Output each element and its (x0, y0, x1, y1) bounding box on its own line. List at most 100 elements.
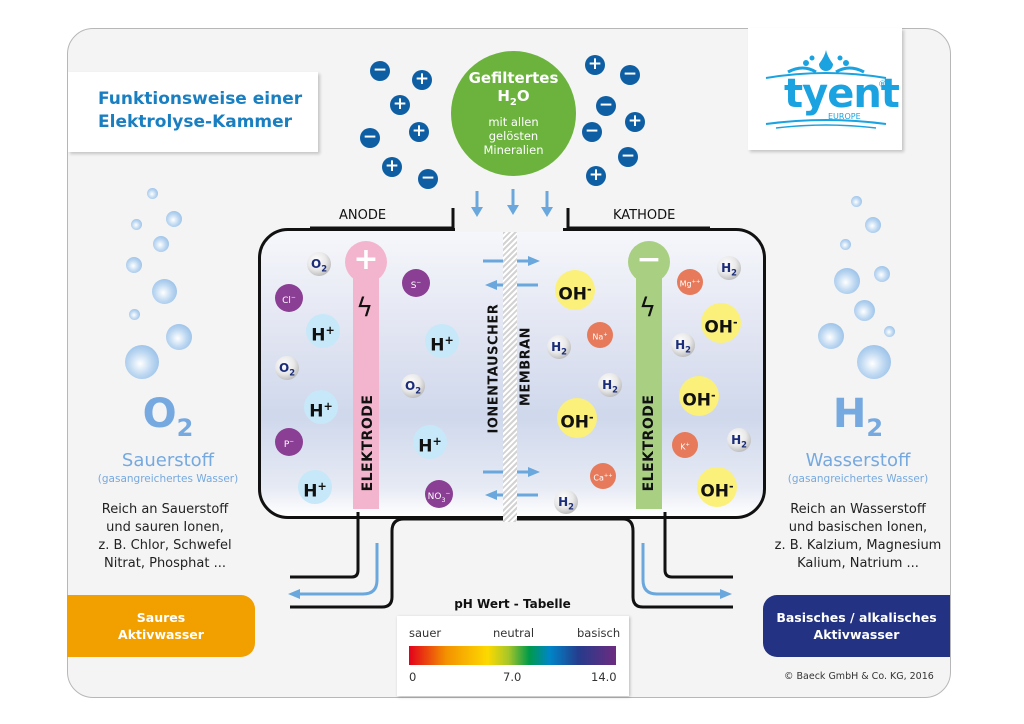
arrow-right-icon (528, 256, 540, 266)
hydrogen-ion: H+ (425, 324, 459, 358)
arrow-down-icon (471, 207, 483, 217)
positive-charge-icon: + (585, 55, 605, 75)
sulfide-ion: S− (402, 269, 430, 297)
ph-label-basic: basisch (577, 626, 621, 640)
page-title: Funktionsweise einer Elektrolyse-Kammer (98, 88, 302, 134)
oxygen-subtitle: (gasangreichertes Wasser) (97, 473, 239, 485)
phosphate-ion: P− (275, 428, 303, 456)
bubble-icon (851, 196, 862, 207)
alkaline-water-output: Basisches / alkalisches Aktivwasser (763, 595, 950, 657)
negative-charge-icon: − (596, 96, 616, 116)
hydrogen-molecule: H2 (547, 335, 571, 359)
kathode-plate (566, 208, 710, 230)
hydroxide-ion: OH- (701, 303, 741, 343)
hydroxide-ion: OH- (557, 398, 597, 438)
positive-charge-icon: + (409, 122, 429, 142)
ph-tick-7: 7.0 (503, 670, 522, 684)
arrow-down-icon (507, 205, 519, 215)
ph-color-scale (409, 646, 616, 665)
lightning-icon: ϟ (356, 293, 374, 323)
hydrogen-molecule: H2 (727, 428, 751, 452)
negative-charge-icon: − (618, 147, 638, 167)
bubble-icon (166, 211, 182, 227)
negative-charge-icon: − (418, 169, 438, 189)
plus-icon: + (353, 242, 379, 277)
anode-bar (353, 259, 379, 509)
kathode-electrode: − ϟ (628, 241, 670, 516)
ph-label-neutral: neutral (493, 626, 535, 640)
acid-water-description: Reich an Sauerstoff und sauren Ionen, z.… (98, 502, 232, 571)
copyright: © Baeck GmbH & Co. KG, 2016 (784, 671, 934, 682)
bubble-icon (865, 217, 881, 233)
bubble-icon (153, 236, 169, 252)
hydrogen-molecule: H2 (717, 256, 741, 280)
acid-water-output: Saures Aktivwasser (67, 595, 255, 657)
arrow-down-icon (541, 207, 553, 217)
positive-charge-icon: + (412, 70, 432, 90)
sodium-ion: Na+ (587, 322, 613, 348)
arrow-right-icon (528, 467, 540, 477)
arrow-left-icon (485, 490, 497, 500)
hydrogen-ion: H+ (413, 425, 447, 459)
potassium-ion: K+ (672, 432, 698, 458)
membrane-label-ionentauscher: IONENTAUSCHER (486, 303, 502, 434)
bubble-icon (840, 239, 851, 250)
water-label: Gefiltertes (468, 69, 559, 87)
ion-exchange-membrane (503, 232, 517, 522)
oxygen-molecule: O2 (401, 374, 425, 398)
bubble-icon (854, 300, 875, 321)
hydroxide-ion: OH- (555, 270, 595, 310)
anode-plate (310, 208, 455, 230)
tyent-logo: tyent ® EUROPE (748, 28, 902, 150)
hydrogen-ion: H+ (298, 470, 332, 504)
kathode-bar (636, 259, 662, 509)
positive-charge-icon: + (382, 157, 402, 177)
bubble-icon (818, 323, 844, 349)
ph-label-acid: sauer (409, 626, 442, 640)
oxygen-molecule: O2 (307, 252, 331, 276)
lightning-icon: ϟ (639, 293, 657, 323)
logo-region: EUROPE (828, 112, 861, 121)
arrow-left-icon (288, 589, 300, 599)
ph-tick-14: 14.0 (591, 670, 617, 684)
bubble-icon (126, 257, 142, 273)
hydrogen-ion: H+ (304, 390, 338, 424)
alkaline-water-description: Reich an Wasserstoff und basischen Ionen… (774, 502, 942, 571)
water-desc-3: Mineralien (483, 143, 544, 157)
magnesium-ion: Mg++ (677, 269, 703, 295)
oxygen-molecule: O2 (275, 356, 299, 380)
arrow-right-icon (720, 589, 732, 599)
anode-electrode-label: ELEKTRODE (360, 394, 376, 492)
hydrogen-symbol: H2 (832, 391, 884, 442)
negative-charge-icon: − (620, 65, 640, 85)
chamber-inlet-gap (455, 220, 563, 232)
ph-tick-0: 0 (409, 670, 417, 684)
water-desc-2: gelösten (488, 129, 539, 143)
calcium-ion: Ca++ (590, 463, 616, 489)
positive-charge-icon: + (390, 95, 410, 115)
nitrate-ion: NO3− (425, 480, 453, 508)
membrane-label-membran: MEMBRAN (518, 326, 534, 407)
chloride-ion: Cl− (275, 284, 303, 312)
bubble-icon (834, 268, 860, 294)
bubble-icon (125, 345, 159, 379)
hydroxide-ion: OH- (697, 467, 737, 507)
bubble-icon (129, 309, 140, 320)
hydrogen-ion: H+ (306, 314, 340, 348)
kathode-electrode-label: ELEKTRODE (641, 394, 657, 492)
bubble-icon (131, 219, 142, 230)
bubble-icon (152, 279, 177, 304)
kathode-label: KATHODE (613, 208, 676, 223)
ph-table-title: pH Wert - Tabelle (454, 597, 571, 611)
hydrogen-molecule: H2 (554, 490, 578, 514)
right-pipe-upper (663, 512, 733, 579)
anode-electrode: + ϟ (345, 241, 387, 516)
water-desc-1: mit allen (488, 115, 539, 129)
hydrogen-name: Wasserstoff (805, 450, 911, 471)
hydrogen-molecule: H2 (671, 333, 695, 357)
hydrogen-subtitle: (gasangreichertes Wasser) (787, 473, 929, 485)
title-card: Funktionsweise einer Elektrolyse-Kammer (68, 72, 318, 152)
oxygen-symbol: O2 (142, 391, 194, 442)
negative-charge-icon: − (370, 61, 390, 81)
